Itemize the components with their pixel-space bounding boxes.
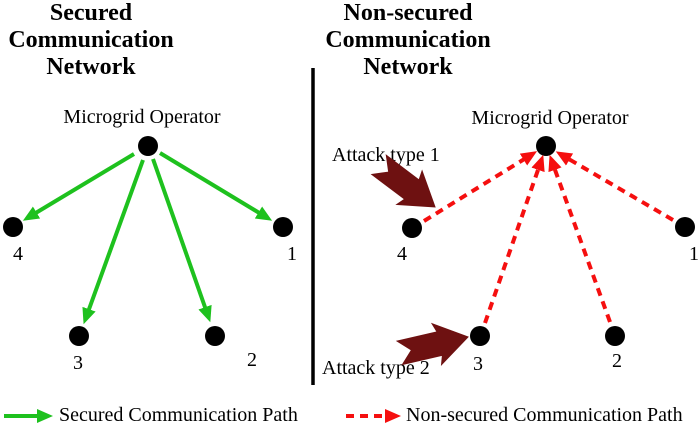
non-secured-node-3-label: 3 (473, 353, 483, 375)
non-secured-operator-node (536, 136, 556, 156)
attack-type-2-label: Attack type 2 (322, 357, 430, 379)
legend-non-secured-label: Non-secured Communication Path (406, 404, 683, 424)
non-secured-path-from-node-2 (548, 154, 612, 323)
non-secured-node-4-label: 4 (397, 243, 407, 265)
attack-type-2-arrow-icon (395, 322, 469, 367)
non-secured-node-1 (675, 217, 695, 237)
attack-type-1-arrow-icon (370, 154, 436, 208)
secured-node-1-label: 1 (287, 243, 297, 265)
legend: Secured Communication Path Non-secured C… (4, 404, 683, 426)
non-secured-node-3 (470, 326, 490, 346)
non-secured-node-2-label: 2 (612, 350, 622, 372)
non-secured-node-1-label: 1 (689, 243, 699, 265)
non-secured-path-from-node-4 (422, 151, 538, 223)
secured-title-line-3: Network (46, 54, 136, 80)
non-secured-node-4 (402, 218, 422, 238)
secured-path-to-node-3 (82, 159, 145, 325)
secured-title-line-2: Communication (8, 27, 173, 53)
secured-operator-label: Microgrid Operator (63, 106, 221, 128)
non-secured-node-2 (605, 326, 625, 346)
secured-title-line-1: Secured (50, 0, 133, 26)
secured-node-4 (3, 217, 23, 237)
non-secured-title-line-2: Communication (325, 27, 490, 53)
secured-path-to-node-1 (158, 151, 273, 221)
secured-node-1 (273, 217, 293, 237)
legend-secured-label: Secured Communication Path (59, 404, 298, 424)
secured-path-to-node-4 (22, 152, 136, 221)
secured-panel: Secured Communication Network Microgrid … (3, 0, 297, 374)
non-secured-path-from-node-3 (483, 154, 545, 324)
secured-node-2 (205, 326, 225, 346)
secured-node-2-label: 2 (247, 349, 257, 371)
secured-node-3 (69, 326, 89, 346)
non-secured-title-line-1: Non-secured (344, 0, 474, 26)
non-secured-panel: Non-secured Communication Network Microg… (322, 0, 699, 379)
secured-path-to-node-2 (151, 158, 212, 323)
non-secured-operator-label: Microgrid Operator (471, 107, 629, 129)
non-secured-title-line-3: Network (363, 54, 453, 80)
non-secured-path-from-node-1 (555, 151, 675, 222)
secured-operator-node (138, 136, 158, 156)
secured-node-3-label: 3 (73, 352, 83, 374)
secured-node-4-label: 4 (13, 243, 23, 265)
